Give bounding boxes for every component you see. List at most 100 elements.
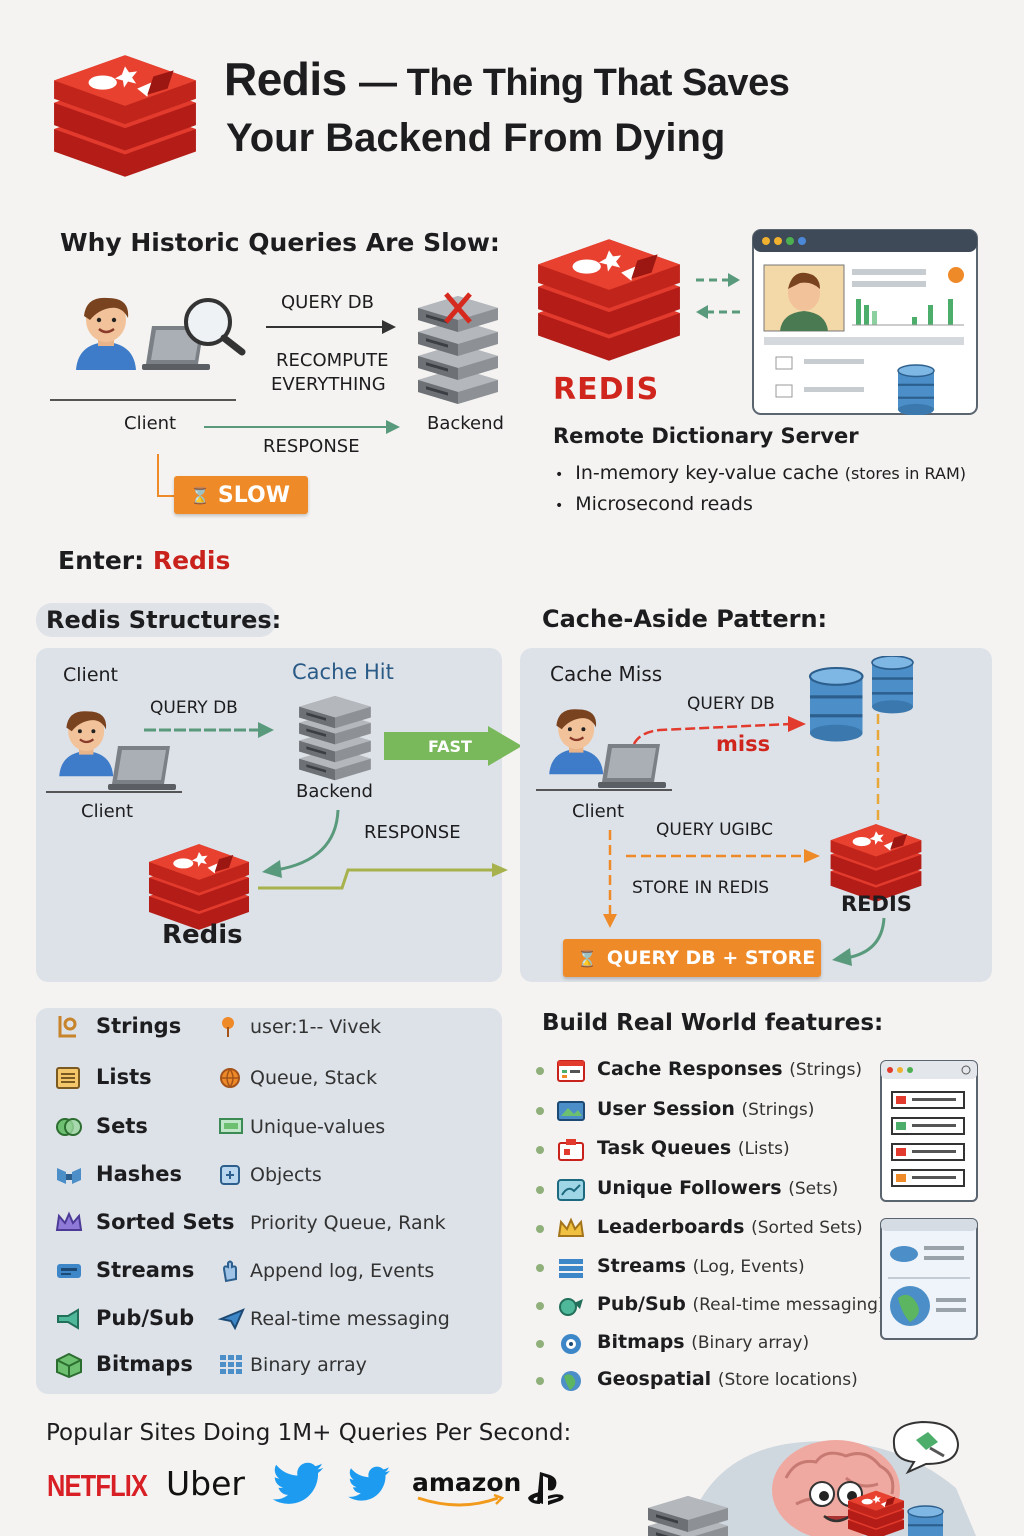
uber-logo: Uber: [166, 1464, 245, 1503]
query-db-store-text: QUERY DB + STORE: [606, 947, 816, 969]
slow-badge: ⌛ SLOW: [174, 476, 308, 514]
structure-name: Hashes: [96, 1162, 182, 1186]
bullet-microsecond: •Microsecond reads: [555, 493, 753, 515]
globe-icon: [218, 1066, 242, 1094]
popular-heading: Popular Sites Doing 1M+ Queries Per Seco…: [46, 1420, 572, 1446]
structure-name: Strings: [96, 1014, 182, 1038]
slow-heading: Why Historic Queries Are Slow:: [60, 228, 500, 257]
structure-name: Bitmaps: [96, 1352, 193, 1376]
store-in-redis-label: STORE IN REDIS: [632, 878, 770, 898]
cache-miss-panel: [520, 648, 992, 982]
bullet-dot-icon: [536, 1186, 544, 1194]
response-arrow-icon: [204, 420, 400, 434]
backend-server-icon: [418, 292, 498, 404]
bullet-in-memory-note: (stores in RAM): [844, 464, 966, 483]
feature-text: User Session (Strings): [597, 1098, 814, 1120]
structures-heading-pill: Redis Structures:: [36, 603, 281, 637]
feature-note: (Strings): [741, 1100, 815, 1120]
bullet-microsecond-text: Microsecond reads: [575, 493, 753, 515]
miss-query-arrow-icon: [632, 716, 806, 745]
feature-name: Cache Responses: [597, 1058, 783, 1080]
feature-note: (Log, Events): [692, 1257, 805, 1277]
structure-name: Sorted Sets: [96, 1210, 235, 1234]
structure-name: Pub/Sub: [96, 1306, 195, 1330]
feature-text: Cache Responses (Strings): [597, 1058, 862, 1080]
feature-note: (Store locations): [717, 1370, 858, 1390]
twitter-bird-icon-2: [348, 1466, 390, 1501]
hand-icon: [218, 1259, 242, 1289]
structure-value: Objects: [250, 1164, 322, 1186]
fast-arrow-icon: [384, 726, 522, 766]
feature-note: (Binary array): [691, 1333, 810, 1353]
query-db-store-badge: ⌛ QUERY DB + STORE: [563, 939, 821, 977]
feature-name: Task Queues: [597, 1137, 732, 1159]
hit-client-illustration: [46, 710, 182, 793]
structure-value: Unique-values: [250, 1116, 386, 1138]
feature-item: Streams (Log, Events): [536, 1253, 880, 1283]
bullet-dot-icon: [536, 1302, 544, 1310]
bullet-dot-icon: [536, 1146, 544, 1154]
cache-aside-heading: Cache-Aside Pattern:: [542, 605, 828, 633]
structure-value: Append log, Events: [250, 1260, 435, 1282]
miss-redis-label: REDIS: [841, 892, 912, 916]
feature-icon: [556, 1098, 586, 1128]
list-icon: [54, 1065, 82, 1095]
hit-backend-label: Backend: [296, 781, 373, 802]
hourglass-icon: ⌛: [190, 485, 210, 505]
enter-prefix: Enter:: [58, 546, 145, 575]
miss-return-arrow-icon: [832, 917, 886, 966]
bullet-dot-icon: [536, 1377, 544, 1385]
feature-icon: [556, 1368, 586, 1398]
grid-icon: [218, 1353, 244, 1379]
megaphone-icon: [54, 1306, 84, 1336]
page-title: Redis — The Thing That Saves: [224, 52, 790, 106]
bullet-dot-icon: [536, 1340, 544, 1348]
feature-item: Geospatial (Store locations): [536, 1366, 880, 1396]
bullet-dot-icon: [536, 1107, 544, 1115]
query-arrow-icon: [266, 320, 396, 334]
hit-query-db-label: QUERY DB: [150, 698, 238, 718]
stream-icon: [54, 1258, 84, 1288]
feature-item: Unique Followers (Sets): [536, 1175, 880, 1205]
feature-window-1-illustration: [880, 1060, 978, 1202]
hash-icon: [54, 1162, 84, 1192]
miss-query-db-label: QUERY DB: [687, 694, 775, 714]
store-hourglass-icon: ⌛: [577, 948, 597, 968]
feature-name: Unique Followers: [597, 1177, 782, 1199]
feature-note: (Lists): [737, 1139, 790, 1159]
miss-client-illustration: [536, 708, 672, 791]
feature-text: Leaderboards (Sorted Sets): [597, 1216, 863, 1238]
features-heading: Build Real World features:: [542, 1010, 884, 1036]
cache-hit-panel: [36, 648, 502, 982]
feature-name: Streams: [597, 1255, 686, 1277]
structures-panel: [36, 1008, 502, 1394]
feature-icon: [556, 1177, 586, 1207]
feature-name: User Session: [597, 1098, 735, 1120]
feature-name: Leaderboards: [597, 1216, 745, 1238]
redis-logo-icon: [54, 55, 196, 177]
miss-store-arrow-icon: [626, 849, 820, 863]
structure-value: Priority Queue, Rank: [250, 1212, 446, 1234]
feature-note: (Real-time messaging): [692, 1295, 885, 1315]
enter-heading: Enter: Redis: [58, 546, 230, 575]
hit-response-label: RESPONSE: [364, 822, 461, 843]
structure-value: user:1-- Vivek: [250, 1016, 382, 1038]
feature-icon: [556, 1137, 586, 1167]
send-icon: [217, 1307, 246, 1335]
cache-miss-label: Cache Miss: [550, 662, 663, 686]
response-label: RESPONSE: [263, 436, 360, 457]
feature-text: Geospatial (Store locations): [597, 1368, 858, 1390]
fast-label: FAST: [428, 737, 472, 756]
sync-arrows-icon: [696, 273, 740, 319]
redis-subtitle: Remote Dictionary Server: [553, 424, 859, 448]
structure-name: Lists: [96, 1065, 152, 1089]
hit-curve-arrow-icon: [262, 809, 340, 878]
redis-intro-logo-icon: [538, 239, 680, 361]
hit-redis-logo-icon: [149, 844, 249, 930]
title-rest: — The Thing That Saves: [359, 62, 790, 104]
amazon-logo: amazon: [412, 1468, 522, 1497]
feature-window-2-illustration: [880, 1218, 978, 1340]
